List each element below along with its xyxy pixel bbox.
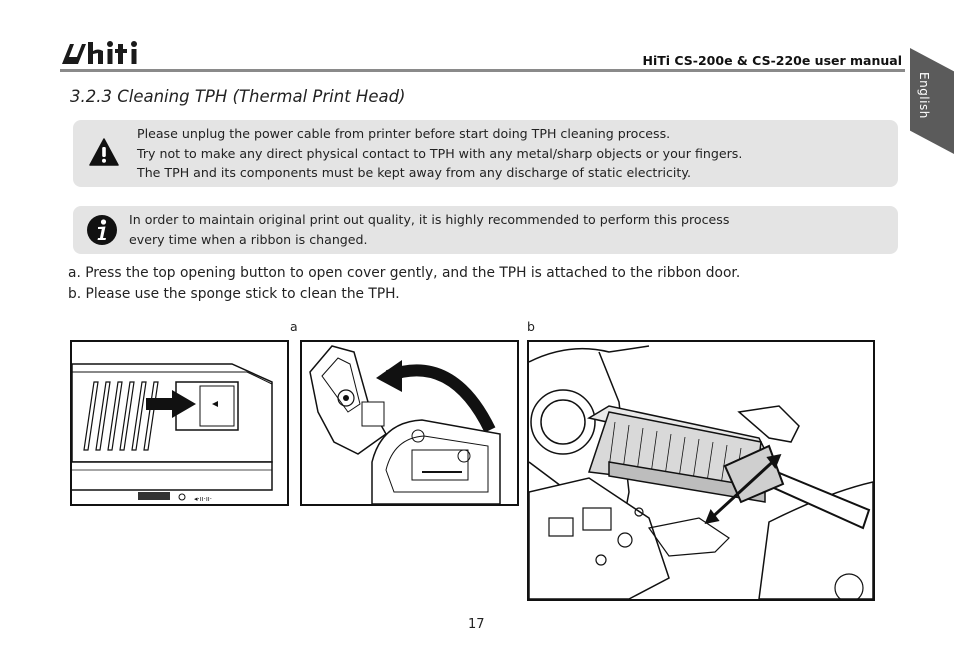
warning-line: Please unplug the power cable from print…: [137, 126, 671, 141]
warning-text: Please unplug the power cable from print…: [137, 124, 742, 183]
header-divider: [60, 69, 905, 72]
instruction-steps: a. Press the top opening button to open …: [68, 263, 740, 305]
svg-text:◂·ıı·ıı·: ◂·ıı·ıı·: [194, 495, 212, 503]
figure-label-b: b: [527, 319, 535, 334]
warning-box: Please unplug the power cable from print…: [73, 120, 898, 187]
info-icon: [86, 214, 118, 250]
warning-icon: [89, 138, 119, 170]
info-line: In order to maintain original print out …: [129, 212, 730, 227]
language-tab-label: English: [917, 72, 931, 119]
manual-title: HiTi CS-200e & CS-220e user manual: [642, 53, 902, 68]
warning-line: Try not to make any direct physical cont…: [137, 145, 743, 161]
info-line: every time when a ribbon is changed.: [129, 231, 368, 247]
info-text: In order to maintain original print out …: [129, 210, 729, 249]
warning-line: The TPH and its components must be kept …: [137, 165, 692, 180]
figure-label-a: a: [290, 319, 298, 334]
page-number: 17: [468, 617, 485, 632]
step-b: b. Please use the sponge stick to clean …: [68, 286, 400, 302]
illustration-open-cover: [300, 340, 519, 506]
illustration-clean-tph: [527, 340, 875, 601]
step-a: a. Press the top opening button to open …: [68, 265, 741, 281]
illustration-open-button: ◂·ıı·ıı·: [70, 340, 289, 506]
hiti-logo: [60, 38, 144, 70]
section-title: 3.2.3 Cleaning TPH (Thermal Print Head): [70, 87, 406, 106]
info-box: In order to maintain original print out …: [73, 206, 898, 254]
